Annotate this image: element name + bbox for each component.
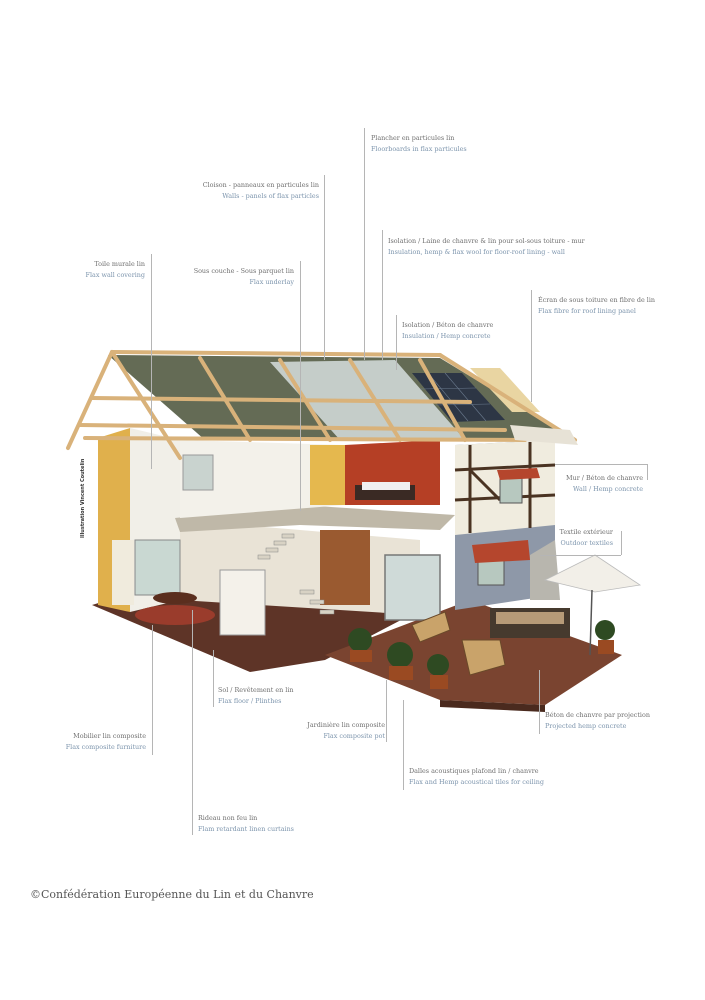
table (153, 592, 197, 604)
sofa-cushions (496, 612, 564, 624)
leader-composite-furniture (152, 625, 153, 755)
glass-door (384, 554, 441, 621)
staircase (257, 533, 335, 615)
leader-insulation-wool (382, 230, 383, 360)
leader-wall-covering (151, 254, 152, 469)
leader-acoustic-tiles (403, 700, 404, 790)
leader-wall-hemp (647, 464, 648, 480)
copyright-footer: ©Confédération Européenne du Lin et du C… (30, 888, 314, 901)
label-insulation-wool: Isolation / Laine de chanvre & lin pour … (388, 237, 585, 256)
plant-pot-1 (348, 628, 372, 662)
illustration-credit: Illustration Vincent Coutelin (80, 458, 86, 538)
leader-roof-screen (531, 290, 532, 402)
plant-pot-2 (387, 642, 413, 680)
terrace-deck-edge (440, 700, 545, 712)
leader-composite-pot (386, 680, 387, 742)
kitchen-unit (320, 530, 370, 605)
leader-outdoor-textiles-h (540, 555, 621, 556)
bed-sheet (362, 482, 410, 490)
yellow-wall (310, 445, 345, 505)
label-acoustic-tiles: Dalles acoustiques plafond lin / chanvre… (409, 767, 544, 786)
shelf-unit (219, 569, 266, 636)
leader-projected-hemp (539, 670, 540, 734)
leader-underlay (300, 261, 301, 511)
deck-chair-2 (411, 611, 451, 643)
parasol-pole (589, 589, 593, 656)
roof-lining (470, 368, 540, 412)
parasol (543, 554, 642, 593)
deck-chair (461, 639, 506, 676)
roof-edge (510, 425, 578, 445)
leader-hemp-concrete (396, 315, 397, 370)
plant-pot-4 (595, 620, 615, 654)
leader-curtains (192, 610, 193, 835)
awning-upper (497, 468, 540, 480)
leader-flax-floor (213, 650, 214, 707)
leader-walls-panels (324, 175, 325, 360)
plant-pot-3 (427, 654, 449, 689)
leader-outdoor-textiles (621, 531, 622, 555)
upper-window (182, 454, 214, 491)
upper-left-room (180, 440, 345, 518)
leader-wall-hemp-h (555, 464, 647, 465)
leader-floorboards (364, 128, 365, 360)
curtain (112, 540, 134, 605)
rug (135, 605, 215, 625)
awning-lower (472, 540, 530, 563)
ground-interior (180, 520, 420, 615)
window-left (134, 539, 181, 596)
roof-timbers (66, 350, 577, 460)
